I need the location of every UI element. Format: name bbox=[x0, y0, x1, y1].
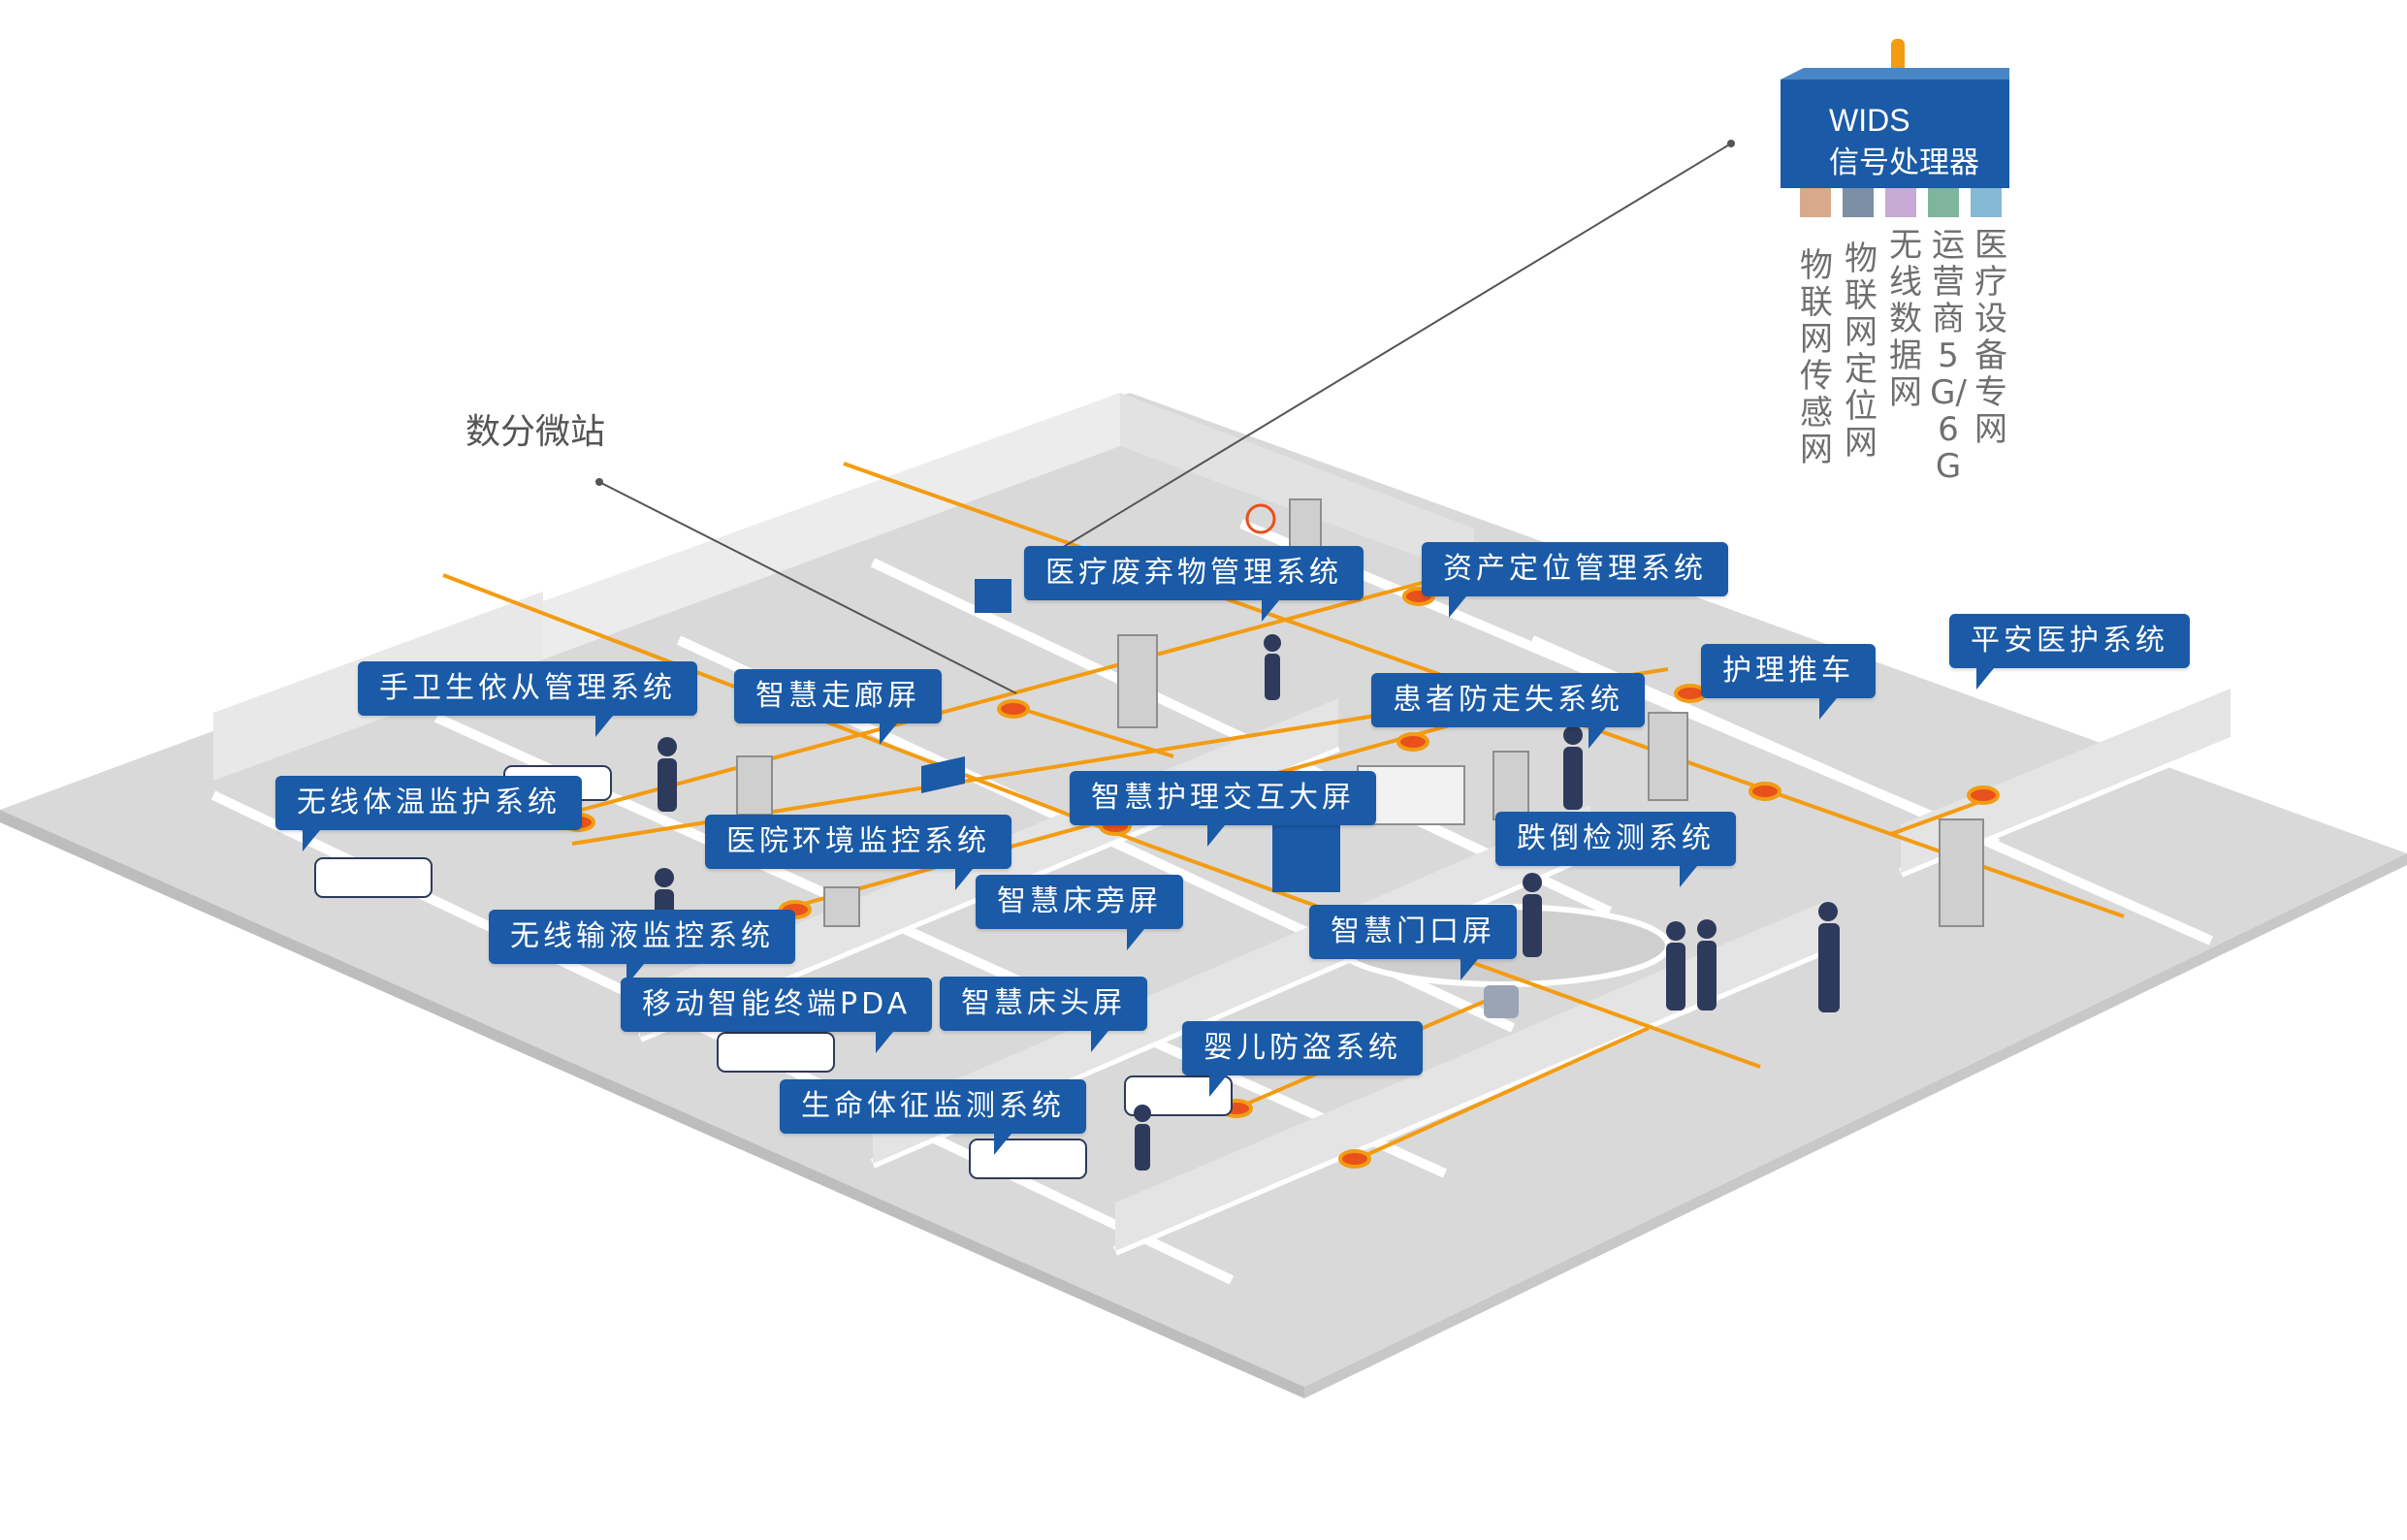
beds bbox=[314, 765, 1233, 1179]
corridor-screen bbox=[921, 756, 965, 793]
callout-nursing-cart: 护理推车 bbox=[1701, 644, 1876, 720]
callout-patient-anti-wandering: 患者防走失系统 bbox=[1371, 673, 1645, 749]
signal-node bbox=[1396, 732, 1429, 752]
processor-title-line2: 信号处理器 bbox=[1829, 145, 1979, 180]
floor-slab-edge bbox=[0, 810, 1304, 1398]
callout-corridor-screen: 智慧走廊屏 bbox=[734, 669, 942, 745]
alarm-icon bbox=[1245, 503, 1276, 534]
callout-fall-detection: 跌倒检测系统 bbox=[1495, 812, 1736, 887]
callout-nursing-interaction-screen: 智慧护理交互大屏 bbox=[1070, 771, 1376, 847]
network-label-iot-location: 物联网定位网 bbox=[1845, 240, 1877, 463]
processor-top bbox=[1781, 68, 2009, 80]
processor-title-line1: WIDS bbox=[1829, 103, 1910, 138]
wids-processor-label: WIDS 信号处理器 bbox=[1781, 80, 2009, 188]
callout-bedhead-screen: 智慧床头屏 bbox=[940, 977, 1147, 1052]
bed bbox=[969, 1139, 1087, 1179]
callout-vital-signs: 生命体征监测系统 bbox=[780, 1079, 1086, 1155]
wall-mid-back bbox=[543, 393, 1120, 659]
bed bbox=[314, 857, 433, 898]
micro-station-label: 数分微站 bbox=[465, 412, 606, 452]
network-label-5g6g: 运营商5G/6G bbox=[1930, 226, 1967, 486]
floor-slab-edge-right bbox=[1304, 853, 2407, 1398]
floor-slab bbox=[0, 393, 2407, 1387]
callout-medical-waste: 医疗废弃物管理系统 bbox=[1024, 546, 1364, 622]
callout-infant-anti-theft: 婴儿防盗系统 bbox=[1182, 1021, 1423, 1097]
nursing-interaction-screen bbox=[1272, 824, 1340, 892]
signal-node bbox=[1967, 786, 2000, 805]
leader-dot bbox=[1727, 140, 1735, 147]
callout-door-screen: 智慧门口屏 bbox=[1309, 905, 1517, 980]
processor-port bbox=[1885, 188, 1916, 217]
processor-front bbox=[1781, 80, 2009, 188]
callout-asset-location: 资产定位管理系统 bbox=[1422, 542, 1728, 618]
bed bbox=[717, 1032, 835, 1073]
network-label-medical: 医疗设备专网 bbox=[1974, 226, 2007, 449]
signal-node bbox=[997, 699, 1030, 719]
processor-port bbox=[1971, 188, 2002, 217]
callout-bedside-screen: 智慧床旁屏 bbox=[976, 875, 1183, 950]
leader-lines bbox=[598, 143, 1732, 694]
wids-processor bbox=[1781, 39, 2009, 217]
processor-port bbox=[1800, 188, 1831, 217]
microstation-box bbox=[975, 579, 1011, 613]
signal-node bbox=[1749, 782, 1781, 801]
network-label-wireless-data: 无线数据网 bbox=[1889, 226, 1922, 412]
network-label-iot-sensor: 物联网传感网 bbox=[1800, 246, 1833, 469]
callout-hand-hygiene: 手卫生依从管理系统 bbox=[358, 661, 697, 737]
signal-node bbox=[1338, 1149, 1371, 1169]
callout-safety-care: 平安医护系统 bbox=[1949, 614, 2190, 690]
signal-nodes bbox=[562, 587, 2000, 1169]
callout-wireless-temperature: 无线体温监护系统 bbox=[275, 776, 582, 851]
callout-environment-monitoring: 医院环境监控系统 bbox=[705, 815, 1011, 890]
bed bbox=[1124, 1075, 1233, 1116]
leader-dot bbox=[595, 478, 603, 486]
processor-port bbox=[1928, 188, 1959, 217]
wall-right-back bbox=[1120, 393, 1474, 577]
door-screen bbox=[1484, 985, 1519, 1018]
callout-mobile-pda: 移动智能终端PDA bbox=[621, 978, 933, 1053]
callout-wireless-infusion: 无线输液监控系统 bbox=[489, 910, 795, 985]
processor-port bbox=[1843, 188, 1874, 217]
